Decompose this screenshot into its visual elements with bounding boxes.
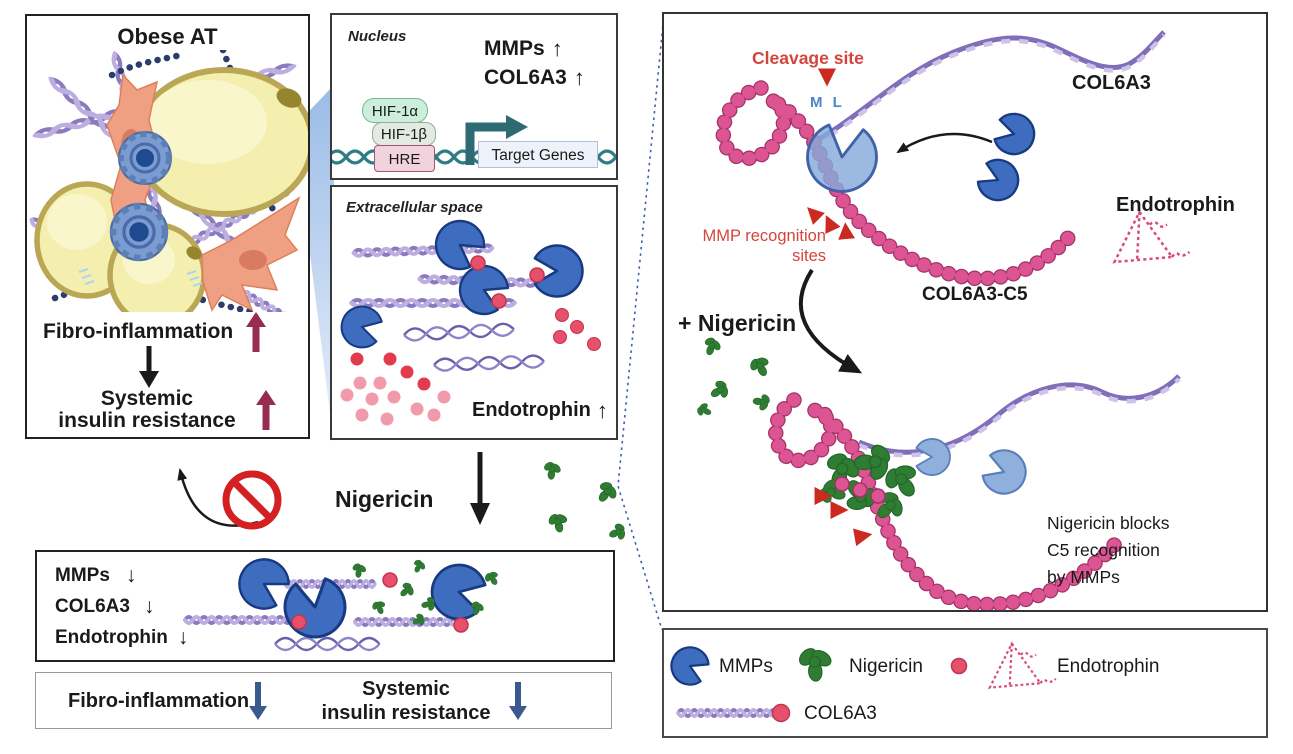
endotrophin-label: Endotrophin [472, 399, 591, 421]
mmp-approach-arrow [896, 132, 993, 154]
col6a3-label: COL6A3 [1072, 72, 1151, 94]
middle-connector [177, 452, 631, 546]
mmp-enzymes-blocked [915, 438, 1033, 501]
legend-mmps-label: MMPs [719, 656, 773, 677]
prohibition-icon [222, 470, 282, 530]
systemic-outcome-line1: Systemic [362, 678, 450, 700]
col6a3-label: COL6A3 [484, 66, 567, 89]
nigericin-legend-icon [793, 641, 838, 685]
endotrophin-label: Endotrophin [1116, 194, 1235, 216]
mmp-recognition-line1: MMP recognition [702, 227, 826, 245]
ml-residues-label: M L [810, 94, 845, 111]
hre-box: HRE [374, 145, 435, 172]
endotrophin-dot-legend-icon [950, 657, 968, 675]
fibro-outcome-label: Fibro-inflammation [68, 690, 250, 712]
up-arrow-icon: ↑ [551, 36, 563, 61]
matrix-hatches [78, 268, 203, 287]
mmp-recognition-line2: sites [792, 247, 826, 265]
extracellular-panel: Extracellular space Endotrophin ↑ [330, 185, 618, 440]
obese-at-illustration [27, 50, 308, 312]
systemic-resistance-row: Systemic insulin resistance [53, 388, 277, 432]
legend-col6a3-label: COL6A3 [804, 703, 877, 724]
down-arrow-icon [139, 346, 159, 388]
systemic-label-line1: Systemic [100, 387, 194, 410]
legend-panel: MMPs Nigericin Endotrophin COL6A3 [662, 628, 1268, 738]
endotrophin-molecule [1113, 210, 1191, 264]
nucleus-panel: Nucleus MMPs ↑ COL6A3 ↑ HIF-1α HIF-1β HR… [330, 13, 618, 180]
cleavage-site-dots [291, 572, 469, 633]
nigericin-treatment-arrow [798, 268, 863, 374]
fibro-inflammation-row: Fibro-inflammation [43, 312, 267, 352]
mmp-translucent [801, 121, 882, 198]
target-genes-box: Target Genes [478, 141, 598, 168]
mechanism-illustration [694, 30, 1191, 610]
mechanism-caption: Nigericin blocks C5 recognition by MMPs [1047, 510, 1170, 591]
systemic-outcome-line2: insulin resistance [321, 702, 491, 724]
nucleus-upregulated-genes: MMPs ↑ COL6A3 ↑ [484, 37, 585, 90]
nigericin-molecules [542, 460, 631, 546]
systemic-outcome-label: Systemic insulin resistance [316, 677, 496, 725]
extracellular-label: Extracellular space [346, 199, 483, 216]
obese-at-panel: Obese AT [25, 14, 310, 439]
zoom-dotted-connector [617, 13, 665, 631]
transcription-arrow [465, 122, 508, 165]
downregulated-list: MMPs ↓ COL6A3 ↓ Endotrophin ↓ [55, 560, 188, 653]
mmp-legend-icon [664, 640, 714, 691]
up-arrow-icon [256, 390, 276, 430]
nucleus-label: Nucleus [348, 28, 407, 45]
plus-nigericin-label: + Nigericin [678, 310, 797, 336]
mechanism-panel: Cleavage site M L COL6A3 MMP recognition… [662, 12, 1268, 612]
up-arrow-icon: ↑ [596, 397, 608, 423]
up-arrow-icon: ↑ [573, 65, 585, 90]
col6a3-legend-icon [676, 703, 791, 723]
beads-over-cluster [834, 476, 886, 504]
mmps-label: MMPs [484, 37, 545, 60]
endotrophin-up-row: Endotrophin ↑ [472, 399, 608, 422]
downregulation-illustration [183, 552, 504, 652]
col6a3-helix-upper [812, 30, 1166, 147]
downregulation-panel: MMPs ↓ COL6A3 ↓ Endotrophin ↓ [35, 550, 615, 662]
obese-at-title: Obese AT [117, 24, 218, 49]
down-arrow-icon [249, 682, 267, 720]
fibro-inflammation-label: Fibro-inflammation [43, 320, 234, 343]
mmp-recognition-label: MMP recognition sites [682, 226, 826, 266]
legend-nigericin-label: Nigericin [849, 656, 923, 677]
mmp-enzymes-upper [972, 108, 1040, 208]
col6a3-helix-lower [858, 374, 1181, 458]
legend-endotrophin-label: Endotrophin [1057, 656, 1160, 677]
systemic-label-line2: insulin resistance [58, 409, 236, 432]
endotrophin-legend-icon [988, 642, 1057, 689]
down-arrow-icon: ↓ [143, 595, 155, 618]
down-arrow-icon [509, 682, 527, 720]
cleavage-site-dots [470, 255, 545, 309]
col6a3-down-label: COL6A3 [55, 595, 130, 617]
hif1a-box: HIF-1α [362, 98, 428, 123]
endotrophin-down-label: Endotrophin [55, 626, 168, 648]
caption-line2: C5 recognition [1047, 540, 1160, 560]
up-arrow-icon [246, 312, 267, 352]
mmps-down-label: MMPs [55, 564, 110, 586]
endotrophin-dots [340, 308, 601, 426]
transcription-arrowhead [506, 115, 528, 139]
col6a3-c5-chain-lower [768, 392, 1128, 610]
extracellular-illustration [336, 210, 601, 426]
down-arrow-icon: ↓ [125, 564, 137, 587]
recognition-triangles-lower [814, 487, 873, 547]
nigericin-label: Nigericin [335, 486, 434, 512]
cleavage-site-label: Cleavage site [752, 48, 864, 68]
col6a3-c5-label: COL6A3-C5 [922, 284, 1028, 305]
legend-icons [664, 640, 1057, 723]
outcome-panel: Fibro-inflammation Systemic insulin resi… [35, 672, 612, 729]
caption-line3: by MMPs [1047, 567, 1120, 587]
down-arrow-icon: ↓ [177, 626, 189, 649]
nigericin-molecules [694, 334, 776, 420]
caption-line1: Nigericin blocks [1047, 513, 1170, 533]
hif1b-box: HIF-1β [372, 122, 436, 146]
